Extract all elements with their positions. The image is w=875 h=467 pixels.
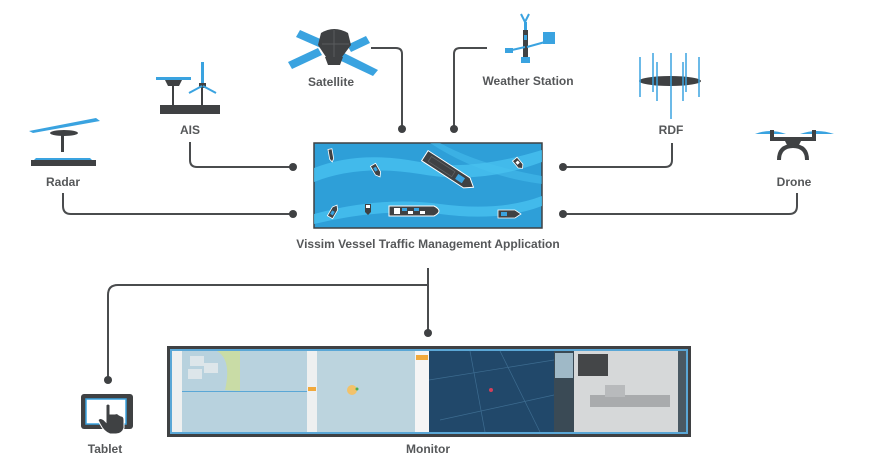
connector-drone bbox=[563, 193, 798, 215]
monitor-screen-icon bbox=[167, 346, 691, 437]
boat-bottom-left bbox=[326, 204, 339, 220]
label-weather-station: Weather Station bbox=[482, 74, 574, 88]
boat-right bbox=[497, 209, 522, 219]
dot-drone bbox=[559, 210, 567, 218]
connector-rdf bbox=[563, 143, 673, 168]
dot-satellite bbox=[398, 125, 406, 133]
radar-icon bbox=[29, 118, 100, 166]
connector-satellite bbox=[371, 47, 403, 128]
label-rdf: RDF bbox=[658, 123, 684, 137]
connector-weather bbox=[453, 47, 487, 128]
label-radar: Radar bbox=[45, 175, 81, 189]
dot-weather bbox=[450, 125, 458, 133]
ais-antenna-icon bbox=[156, 62, 220, 114]
satellite-icon bbox=[288, 29, 378, 76]
ship-large bbox=[420, 149, 475, 189]
weather-station-icon bbox=[505, 13, 555, 63]
ship-container bbox=[388, 205, 440, 217]
dot-monitor bbox=[424, 329, 432, 337]
boat-mid-left bbox=[369, 162, 382, 178]
label-tablet: Tablet bbox=[87, 442, 123, 456]
connector-lines bbox=[62, 47, 798, 378]
label-ais: AIS bbox=[179, 123, 201, 137]
drone-icon bbox=[755, 130, 834, 161]
rdf-antenna-icon bbox=[639, 53, 701, 119]
boat-buoy bbox=[365, 204, 371, 215]
tablet-touch-icon bbox=[81, 394, 133, 435]
vessel-traffic-map-icon bbox=[313, 142, 543, 229]
connector-radar bbox=[62, 193, 293, 215]
label-satellite: Satellite bbox=[307, 75, 355, 89]
connector-tablet bbox=[107, 284, 428, 378]
connector-dots bbox=[104, 125, 567, 384]
label-drone: Drone bbox=[776, 175, 812, 189]
dot-tablet bbox=[104, 376, 112, 384]
dot-rdf bbox=[559, 163, 567, 171]
boat-top-right bbox=[511, 156, 524, 169]
label-application: Vissim Vessel Traffic Management Applica… bbox=[296, 237, 560, 251]
connector-ais bbox=[189, 142, 293, 168]
dot-ais bbox=[289, 163, 297, 171]
dot-radar bbox=[289, 210, 297, 218]
label-monitor: Monitor bbox=[406, 442, 450, 456]
boat-top-left bbox=[327, 148, 335, 163]
